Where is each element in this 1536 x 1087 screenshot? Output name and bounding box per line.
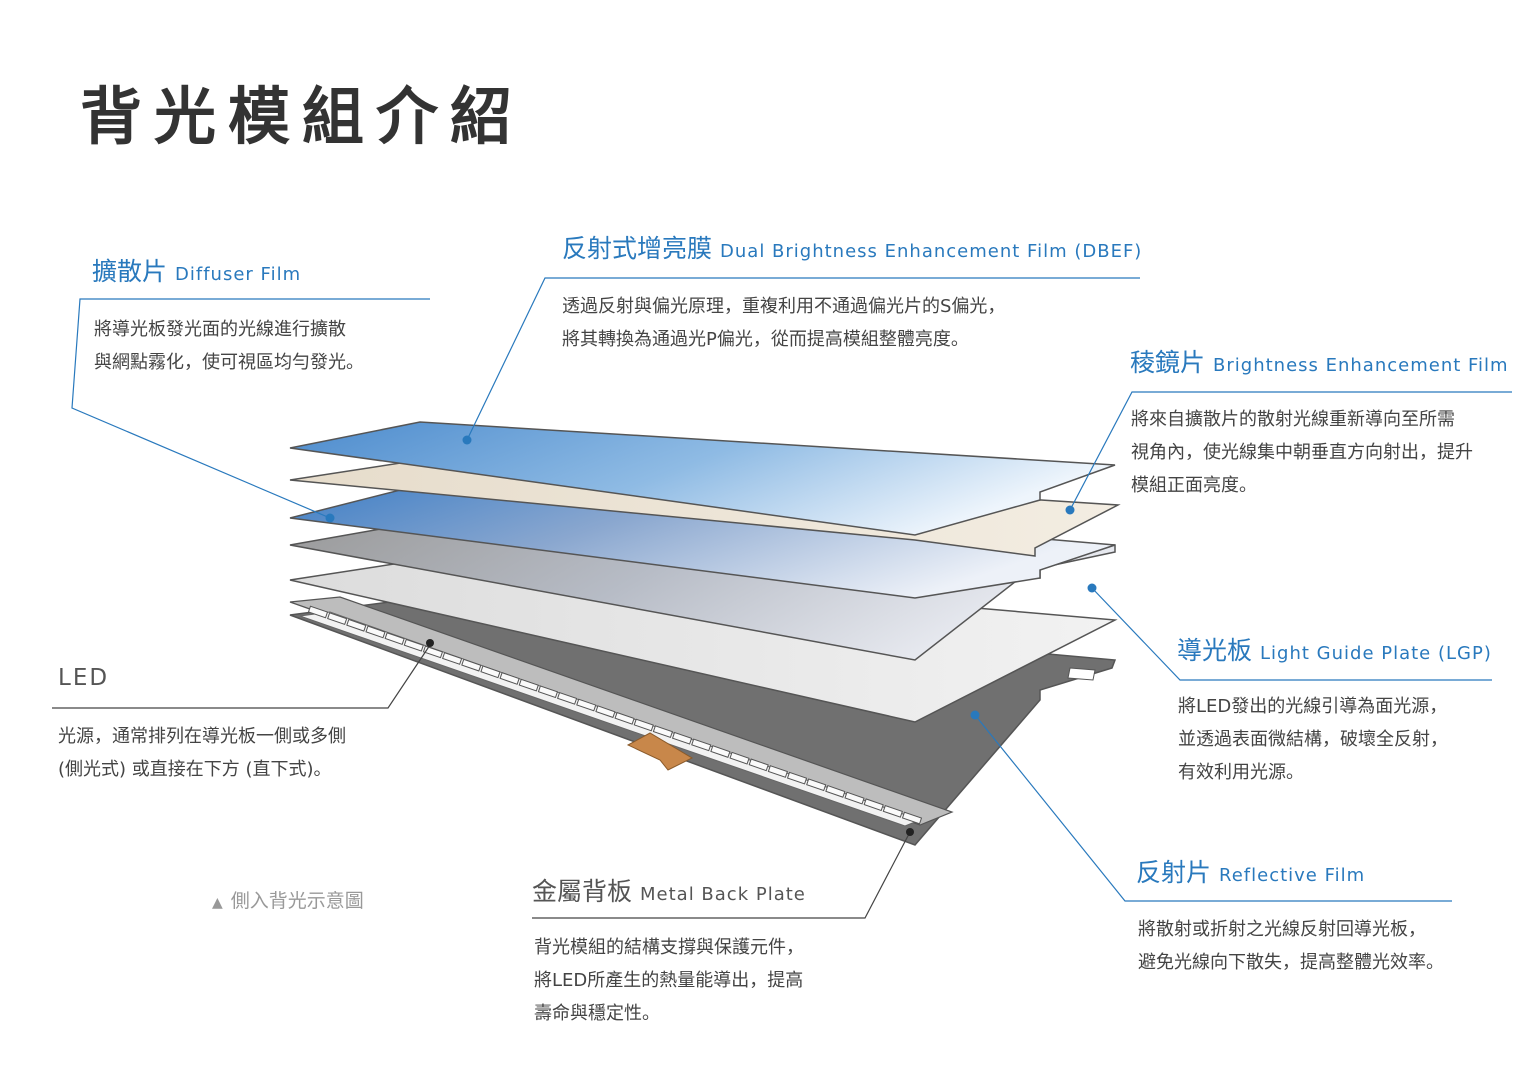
led-chip <box>767 765 788 778</box>
led-chip <box>518 678 539 692</box>
led-chip <box>346 618 367 632</box>
callout-lgp <box>1091 587 1492 681</box>
callout-bef <box>1069 391 1512 511</box>
led-chip <box>461 658 482 672</box>
led-chip <box>327 612 348 626</box>
led-description: 光源，通常排列在導光板一側或多側(側光式) 或直接在下方 (直下式)。 <box>58 726 346 780</box>
dbef-description: 透過反射與偏光原理，重複利用不通過偏光片的S偏光，將其轉換為通過光P偏光，從而提… <box>562 296 1006 350</box>
diagram-caption: ▲側入背光示意圖 <box>212 890 364 912</box>
led-chip <box>863 798 884 812</box>
led-chip <box>691 738 712 752</box>
led-chip <box>748 758 769 772</box>
led-chip <box>365 625 386 639</box>
diffuser-description: 將導光板發光面的光線進行擴散與網點霧化，使可視區均勻發光。 <box>94 319 364 373</box>
led-chip <box>652 725 674 739</box>
led-strip <box>289 596 954 827</box>
callout-dots <box>325 435 1097 720</box>
led-chip <box>633 718 654 732</box>
callout-dbef <box>466 277 1140 441</box>
triangle-up-icon: ▲ <box>212 895 223 911</box>
callout-lines <box>71 277 1512 902</box>
led-chip <box>882 804 903 818</box>
led-chip <box>710 745 731 758</box>
led-chip <box>537 685 559 699</box>
led-chip <box>806 778 827 792</box>
callout-metal <box>532 831 911 919</box>
page-title: 背光模組介紹 <box>80 80 525 153</box>
led-chip <box>786 771 808 785</box>
bef-description: 將來自擴散片的散射光線重新導向至所需視角內，使光線集中朝垂直方向射出，提升模組正… <box>1131 409 1473 496</box>
led-heading: LED <box>58 665 110 691</box>
callout-reflective <box>974 714 1452 902</box>
led-chip <box>671 731 693 745</box>
led-chip <box>729 751 750 765</box>
led-chip <box>556 691 578 705</box>
lgp-description: 將LED發出的光線引導為面光源，並透過表面微結構，破壞全反射，有效利用光源。 <box>1178 696 1448 783</box>
reflective-description: 將散射或折射之光線反射回導光板，避免光線向下散失，提高整體光效率。 <box>1138 919 1444 973</box>
led-chip <box>499 672 520 685</box>
metal-description: 背光模組的結構支撐與保護元件，將LED所產生的熱量能導出，提高壽命與穩定性。 <box>534 937 804 1024</box>
callout-led <box>52 644 431 709</box>
callout-diffuser <box>71 298 430 519</box>
reflective-film-layer <box>289 559 1118 723</box>
dbef-film-layer <box>289 421 1116 536</box>
led-chip <box>844 791 865 805</box>
led-chip <box>576 698 597 712</box>
led-chip <box>825 785 846 798</box>
led-chip <box>595 705 616 719</box>
led-chip <box>307 605 329 619</box>
led-chip <box>901 811 923 825</box>
callout-lines-dark <box>52 644 911 919</box>
led-chip <box>614 711 635 725</box>
led-chip <box>384 632 405 645</box>
callout-dots-dark <box>426 639 914 836</box>
led-chip <box>403 638 424 652</box>
led-chip <box>442 652 463 665</box>
led-chip <box>422 645 444 659</box>
led-chip <box>480 665 501 679</box>
